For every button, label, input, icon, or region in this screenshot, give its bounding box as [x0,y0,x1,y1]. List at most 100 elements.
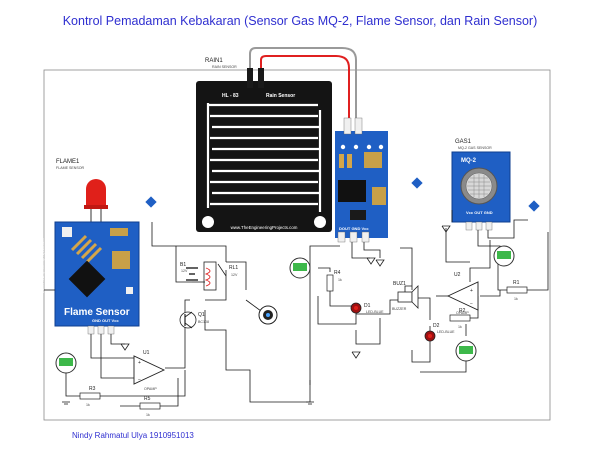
rl1-val: 12V [231,273,238,277]
d1-ref: D1 [364,303,371,309]
flame-module-ic [68,260,106,298]
author-credit: Nindy Rahmatul Ulya 1910951013 [72,431,194,440]
flame-resistor-bank [70,234,103,264]
rain-module-led-d [378,144,384,150]
battery-b1: B1 12V [180,262,198,281]
gas-ref: GAS1 [455,139,472,145]
rain-module-board[interactable]: DOUT GND Vcc [335,117,388,243]
rain-module-pot-base [364,152,382,168]
u1-val: OPAMP [144,387,157,391]
r2-val: 1k [458,325,462,329]
rain-module-trimmer [372,187,386,205]
rain-module-led-a [340,144,346,150]
flame-ref: FLAME1 [56,159,80,165]
resistors: R3 1k R5 1k R4 1k R1 1k R2 1k [79,270,528,417]
rain-module-led-c [366,144,372,150]
svg-text:+: + [138,360,141,366]
rain-cable-red [260,55,350,134]
flame-led-rim [84,205,108,209]
r3-ref: R3 [89,386,96,392]
rain-module-vcc-pin [361,231,370,243]
rain-mount-hole-left [202,216,214,228]
opamp-u2: + − U2 OPAMP [446,272,479,315]
resistor-r3 [79,392,101,400]
svg-text:−: − [138,377,141,383]
flame-sensor[interactable]: FLAME1 FLAME SENSOR www.TheEngineeringPr… [41,159,140,335]
relay-rl1: RL1 12V [203,261,238,291]
gas-vcc-pin [465,221,473,231]
rain-module-resistor-2 [347,154,352,168]
r2-ref: R2 [459,308,466,314]
led-d2: D2 LED-BLUE [424,323,455,342]
gas-mesh-lines [467,174,491,198]
u1-ref: U1 [143,350,150,356]
rain-module-resistor-1 [339,154,344,168]
rain-cable-grey [249,47,357,134]
voltmeter-3-display [497,251,511,259]
b1-ref: B1 [180,262,186,268]
gas-gnd-pin [485,221,493,231]
u2-ref: U2 [454,272,461,278]
svg-text:−: − [470,301,473,307]
flame-mount-hole [62,227,72,237]
voltmeter-1-display [59,358,73,366]
rain-module-dout-pin [337,231,346,243]
r5-ref: R5 [144,396,151,402]
rain-model: HL - 83 [222,93,239,99]
rain-module-pin-1 [343,117,352,135]
ground-symbols [62,225,451,405]
resistor-r5 [139,402,161,410]
rain-connector-post-right [258,68,264,88]
rain-connector-post-left [247,68,253,88]
rain-sensor[interactable]: RAIN1 RAIN SENSOR HL - 83 Rain Sensor ww… [196,47,357,232]
u2-val: OPAMP [456,311,469,315]
opamp-u1: + − U1 OPAMP [133,350,166,391]
rain-module-ic [338,180,366,202]
resistor-r4 [326,274,334,292]
rl1-ref: RL1 [229,265,238,271]
flame-board-label: Flame Sensor [64,307,130,318]
q1-val: BC108 [198,320,209,324]
gas-out-pin [475,221,483,231]
rain-module-gnd-pin [349,231,358,243]
flame-gnd-pin [87,325,95,335]
b1-val: 12V [181,269,188,273]
flame-out-pin [97,325,105,335]
buzzer-buz1: BUZ1 BUZZER [392,281,419,311]
flame-pins-label: GND OUT Vcc [92,318,119,323]
d1-val: LED-BLUE [366,310,384,314]
probe-flame [145,196,157,208]
voltmeter-4-display [459,346,473,354]
probe-markers [145,177,540,212]
flame-trimmer [112,251,130,269]
d2-val: LED-BLUE [437,330,455,334]
gas-sensor[interactable]: GAS1 MQ-2 GAS SENSOR MQ-2 www.TheEnginee… [451,139,524,231]
rain-module-led-b [353,144,359,150]
buz1-ref: BUZ1 [393,281,406,287]
rain-label: Rain Sensor [266,93,295,99]
r1-ref: R1 [513,280,520,286]
flame-ir-led [86,179,106,205]
voltmeters [55,245,515,374]
diagram-title: Kontrol Pemadaman Kebakaran (Sensor Gas … [63,14,538,28]
gas-pins-label: Vcc OUT GND [466,210,493,215]
d2-ref: D2 [433,323,440,329]
gas-sub: MQ-2 GAS SENSOR [458,146,492,150]
resistor-r1 [506,286,528,294]
flame-sub: FLAME SENSOR [56,166,85,170]
rain-module-cap [350,210,366,220]
r4-ref: R4 [334,270,341,276]
resistor-r2 [449,314,471,322]
r1-val: 1k [514,297,518,301]
rain-module-pins-label: DOUT GND Vcc [339,226,369,231]
rain-ref: RAIN1 [205,58,223,64]
r4-val: 1k [338,278,342,282]
voltmeter-2-display [293,263,307,271]
transistor-q1: Q1 BC108 [179,311,209,329]
rain-site: www.TheEngineeringProjects.com [231,225,298,230]
rain-module-pin-2 [354,117,363,135]
q1-ref: Q1 [198,312,205,318]
svg-text:+: + [470,288,473,294]
r3-val: 1k [86,403,90,407]
